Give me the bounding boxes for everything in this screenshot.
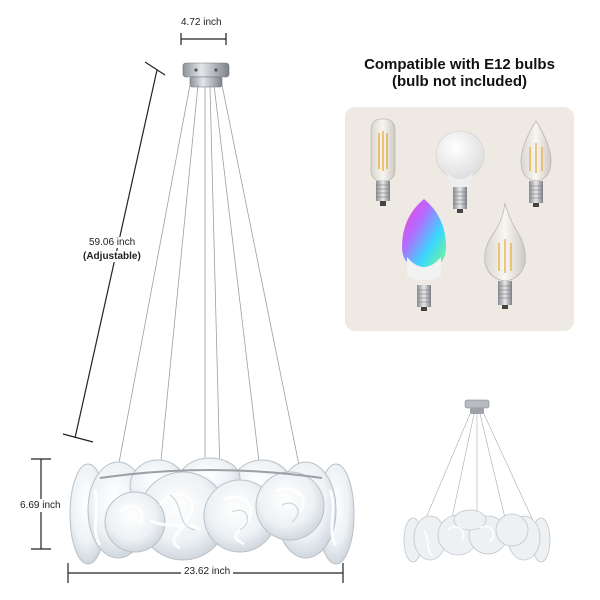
tubular-filament-bulb-icon <box>370 118 396 206</box>
compatibility-subtitle: (bulb not included) <box>392 73 527 90</box>
canopy-icon <box>182 62 230 88</box>
preview-wires <box>422 413 536 526</box>
suspension-wires <box>117 84 301 476</box>
canopy-width-label: 4.72 inch <box>181 17 222 28</box>
flame-tip-bulb-icon <box>484 202 526 309</box>
compatible-bulbs-panel <box>345 107 574 331</box>
bulbs-illustration <box>370 118 552 311</box>
candle-filament-bulb-icon <box>520 120 552 207</box>
body-diameter-label: 23.62 inch <box>181 566 234 577</box>
chrome-frame <box>99 469 323 479</box>
glass-swirl-texture <box>93 487 338 550</box>
hanging-length-note: (Adjustable) <box>81 251 143 262</box>
glass-disc-ring <box>69 457 355 565</box>
preview-canopy-icon <box>464 399 490 414</box>
compatibility-title: Compatible with E12 bulbs <box>364 56 555 73</box>
rgb-color-bulb-icon <box>402 199 446 311</box>
preview-glass-discs <box>403 509 551 563</box>
hanging-length-label: 59.06 inch <box>87 237 138 248</box>
body-height-label: 6.69 inch <box>19 499 62 512</box>
globe-bulb-icon <box>435 130 485 213</box>
